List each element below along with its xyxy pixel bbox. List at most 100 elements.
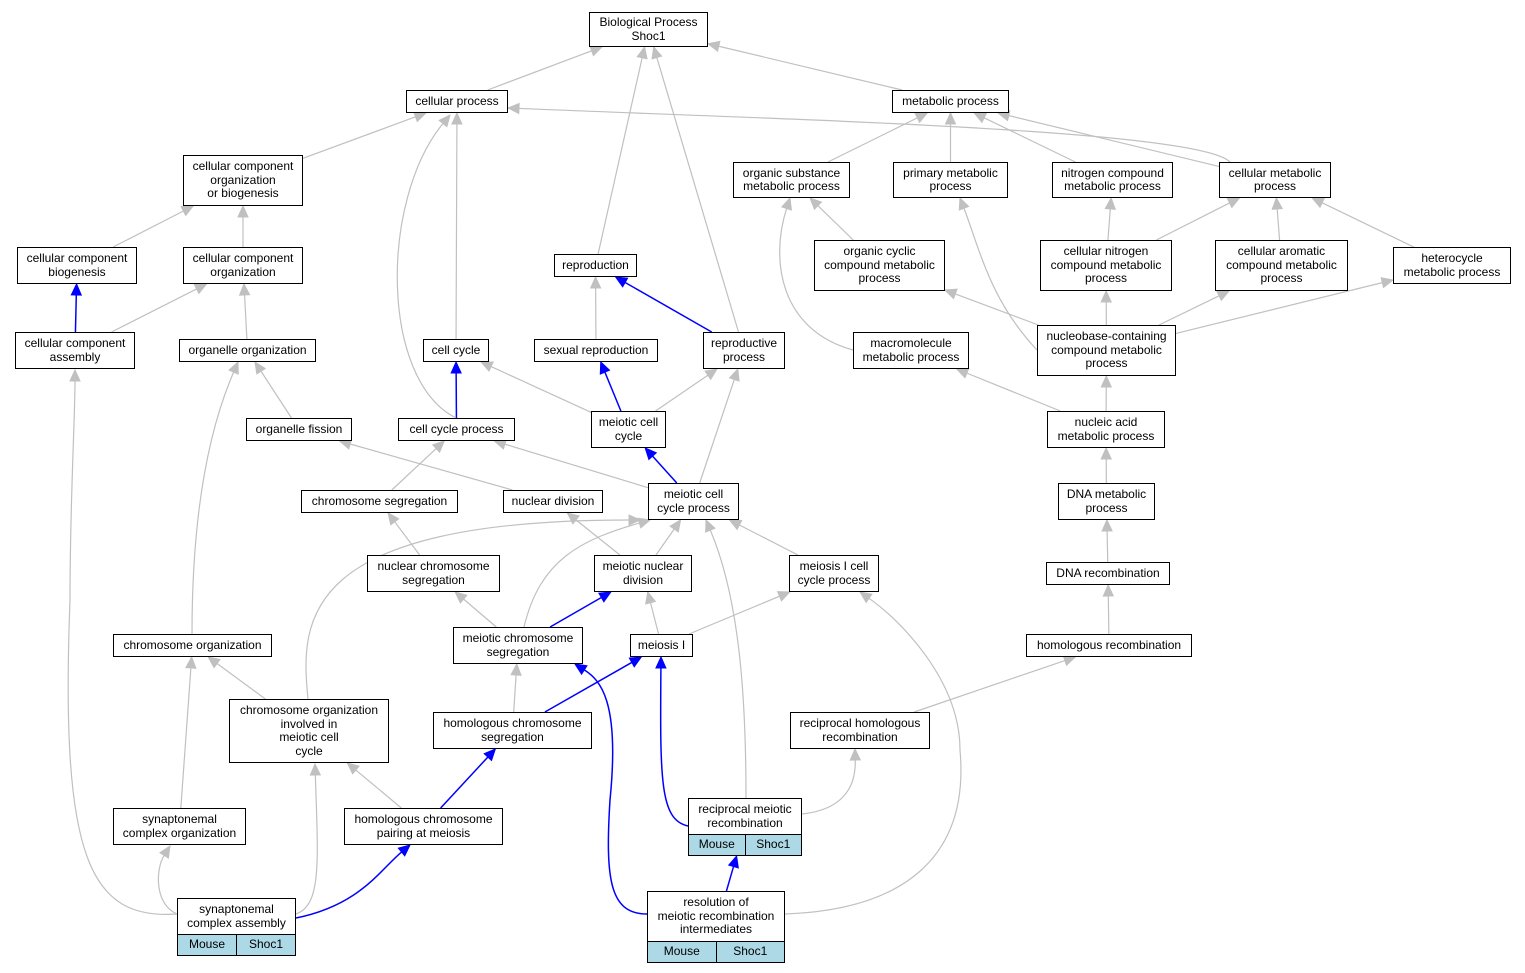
go-term-chromorg[interactable]: chromosome organization bbox=[113, 634, 272, 657]
go-term-label: nuclear chromosome segregation bbox=[377, 559, 490, 587]
go-term-label: DNA recombination bbox=[1056, 565, 1160, 580]
go-term-meioticcc[interactable]: meiotic cell cycle bbox=[591, 411, 666, 448]
go-term-dnarec[interactable]: DNA recombination bbox=[1046, 562, 1170, 585]
go-term-label: Biological Process Shoc1 bbox=[599, 15, 698, 43]
edge-nucleob-to-hetero bbox=[1175, 282, 1383, 334]
edge-syncomorg-to-chromorg-arrowhead bbox=[185, 655, 197, 669]
go-term-meionuc[interactable]: meiotic nuclear division bbox=[594, 555, 692, 592]
edge-orgorg-to-ccorg bbox=[243, 294, 248, 340]
go-term-label: synaptonemal complex organization bbox=[122, 812, 237, 840]
go-term-meioI_cc[interactable]: meiosis I cell cycle process bbox=[789, 555, 879, 592]
edge-resol-to-recmei-arrowhead bbox=[727, 854, 739, 869]
edge-ccassem-to-ccbio bbox=[74, 294, 78, 333]
go-term-hetero[interactable]: heterocycle metabolic process bbox=[1393, 247, 1511, 284]
edge-homchrom-to-meioI-arrowhead bbox=[628, 656, 643, 668]
go-term-label: heterocycle metabolic process bbox=[1403, 251, 1501, 279]
edge-nucleob-to-cellarom bbox=[1158, 295, 1220, 326]
go-term-cellcycle[interactable]: cell cycle bbox=[423, 339, 489, 362]
go-term-nucchrom[interactable]: nuclear chromosome segregation bbox=[367, 555, 500, 592]
go-term-ccob[interactable]: cellular component organization or bioge… bbox=[183, 155, 303, 206]
go-term-cellarom[interactable]: cellular aromatic compound metabolic pro… bbox=[1215, 240, 1348, 291]
go-term-meioI[interactable]: meiosis I bbox=[630, 634, 693, 657]
go-term-rechom[interactable]: reciprocal homologous recombination bbox=[790, 712, 930, 749]
go-term-label: macromolecule metabolic process bbox=[862, 336, 960, 364]
edge-meioI-to-meioI_cc-arrowhead bbox=[776, 591, 791, 602]
edge-ccp-to-cellcycle-arrowhead bbox=[450, 360, 462, 374]
go-term-ccp[interactable]: cell cycle process bbox=[398, 418, 515, 441]
edge-ccassem-to-ccorg bbox=[111, 288, 197, 333]
edge-nucleob-to-hetero-arrowhead bbox=[1380, 277, 1395, 289]
go-term-label: reproduction bbox=[562, 257, 629, 272]
go-term-cellproc[interactable]: cellular process bbox=[406, 90, 508, 113]
go-term-chromseg[interactable]: chromosome segregation bbox=[301, 490, 458, 513]
gene-cell: Shoc1 bbox=[236, 935, 295, 955]
go-term-cellnitro[interactable]: cellular nitrogen compound metabolic pro… bbox=[1040, 240, 1172, 291]
edge-synassem-to-chromorgmei-arrowhead bbox=[309, 762, 322, 776]
edge-meiochrom-to-nucchrom-arrowhead bbox=[454, 591, 468, 604]
edge-macro-to-orgsub bbox=[779, 208, 854, 351]
go-term-metab[interactable]: metabolic process bbox=[892, 90, 1009, 113]
edge-ccp-to-cellproc-arrowhead bbox=[438, 114, 451, 128]
go-term-nucacid[interactable]: nucleic acid metabolic process bbox=[1047, 411, 1165, 448]
go-term-label: cellular process bbox=[415, 93, 499, 108]
go-term-orgcyc[interactable]: organic cyclic compound metabolic proces… bbox=[814, 240, 945, 291]
go-term-orgsub[interactable]: organic substance metabolic process bbox=[733, 162, 850, 198]
go-term-hompair[interactable]: homologous chromosome pairing at meiosis bbox=[344, 808, 503, 845]
go-term-label: meiotic cell cycle bbox=[598, 415, 659, 443]
edge-recmei-to-mccp bbox=[709, 529, 747, 799]
edge-chromseg-to-ccp-arrowhead bbox=[431, 440, 446, 454]
go-term-orgorg[interactable]: organelle organization bbox=[179, 339, 316, 362]
go-term-cellmet[interactable]: cellular metabolic process bbox=[1219, 162, 1331, 198]
edge-meioI-to-meionuc bbox=[649, 602, 660, 635]
edge-ccob-to-cellproc-arrowhead bbox=[413, 111, 427, 123]
edge-chromorgmei-to-chromorg bbox=[216, 663, 266, 700]
go-term-orgfis[interactable]: organelle fission bbox=[246, 418, 352, 441]
go-term-ccbio[interactable]: cellular component biogenesis bbox=[17, 247, 137, 284]
edge-chromorg-to-orgorg bbox=[191, 371, 235, 635]
edge-meioticcc-to-cellcycle bbox=[490, 366, 592, 413]
go-term-nitro[interactable]: nitrogen compound metabolic process bbox=[1052, 162, 1173, 198]
go-term-nucleob[interactable]: nucleobase-containing compound metabolic… bbox=[1037, 325, 1176, 376]
go-term-homrec[interactable]: homologous recombination bbox=[1026, 634, 1192, 657]
edge-rechom-to-homrec bbox=[914, 659, 1066, 713]
edge-ccassem-to-ccorg-arrowhead bbox=[193, 283, 208, 295]
edge-hompair-to-chromorgmei-arrowhead bbox=[346, 762, 360, 775]
edge-homrec-to-dnarec bbox=[1107, 595, 1110, 635]
edge-nucacid-to-nucleob-arrowhead bbox=[1100, 374, 1113, 388]
go-term-chromorgmei[interactable]: chromosome organization involved in meio… bbox=[229, 699, 389, 763]
go-term-nucdiv[interactable]: nuclear division bbox=[503, 490, 603, 513]
go-term-label: reciprocal meiotic recombination bbox=[698, 802, 792, 830]
edge-recmei-to-meioI-arrowhead bbox=[655, 655, 667, 669]
go-term-dnamet[interactable]: DNA metabolic process bbox=[1058, 483, 1155, 520]
edge-repro-to-bp bbox=[597, 57, 643, 255]
go-term-label: chromosome organization involved in meio… bbox=[239, 703, 379, 758]
go-term-homchrom[interactable]: homologous chromosome segregation bbox=[433, 712, 592, 749]
edge-synassem-to-chromorgmei bbox=[295, 774, 318, 915]
species-cell: Mouse bbox=[689, 835, 745, 855]
edge-resol-to-meioI_cc bbox=[784, 597, 962, 915]
edge-nucleob-to-cellarom-arrowhead bbox=[1216, 290, 1231, 302]
edge-meiochrom-to-mccp bbox=[523, 522, 640, 628]
go-term-sexrep[interactable]: sexual reproduction bbox=[534, 339, 658, 362]
go-term-primet[interactable]: primary metabolic process bbox=[893, 162, 1008, 198]
go-term-mccp[interactable]: meiotic cell cycle process bbox=[648, 483, 739, 520]
go-term-repro[interactable]: reproduction bbox=[554, 254, 637, 277]
go-term-macro[interactable]: macromolecule metabolic process bbox=[853, 332, 969, 369]
go-term-syncomorg[interactable]: synaptonemal complex organization bbox=[113, 808, 246, 845]
go-term-meiochrom[interactable]: meiotic chromosome segregation bbox=[453, 627, 583, 664]
go-term-resol[interactable]: resolution of meiotic recombination inte… bbox=[647, 891, 785, 963]
go-term-ccassem[interactable]: cellular component assembly bbox=[15, 332, 135, 369]
edge-meiochrom-to-meionuc-arrowhead bbox=[598, 591, 612, 603]
edge-meiochrom-to-nucchrom bbox=[463, 598, 497, 628]
go-term-reproproc[interactable]: reproductive process bbox=[703, 332, 785, 369]
edge-hetero-to-cellmet bbox=[1321, 202, 1414, 248]
go-term-bp[interactable]: Biological Process Shoc1 bbox=[589, 12, 708, 47]
edge-hetero-to-cellmet-arrowhead bbox=[1311, 197, 1326, 209]
go-term-ccorg[interactable]: cellular component organization bbox=[183, 247, 303, 284]
go-term-label: meiosis I bbox=[637, 637, 686, 652]
go-term-label: nucleobase-containing compound metabolic… bbox=[1046, 329, 1167, 371]
go-term-label: organelle organization bbox=[188, 342, 307, 357]
